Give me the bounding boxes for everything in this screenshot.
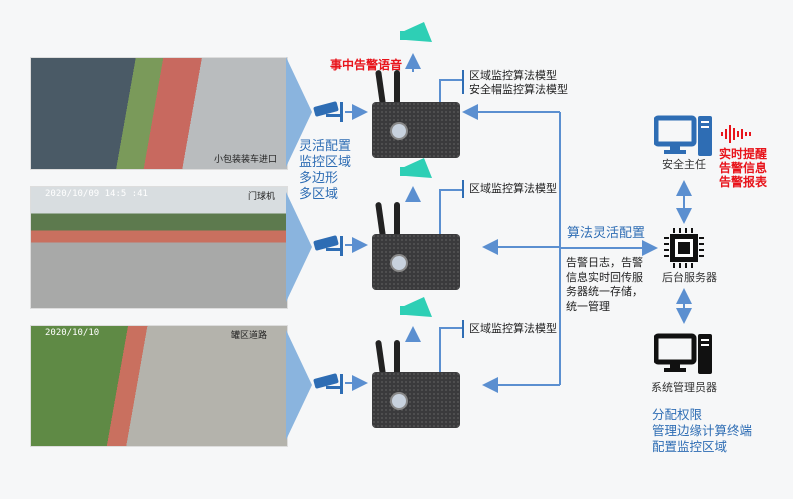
alert-item: 告警报表 (719, 175, 768, 189)
log-description: 告警日志，告警信息实时回传服务器统一存储，统一管理 (566, 256, 643, 314)
camera-timestamp: 2020/10/09 14:5 :41 (45, 189, 148, 199)
cctv-camera-icon (313, 373, 343, 394)
admin-task: 配置监控区域 (652, 439, 728, 454)
camera-label: 小包装装车进口 (213, 155, 277, 165)
alert-list: 实时提醒告警信息告警报表 (719, 147, 767, 189)
model-list-1: 区域监控算法模型安全帽监控算法模型 (469, 69, 568, 97)
model-name: 区域监控算法模型 (469, 69, 557, 82)
log-line: 信息实时回传服 (566, 270, 643, 284)
cctv-camera-icon (313, 101, 343, 122)
server-chip-icon (664, 228, 704, 268)
desktop-computer-icon (654, 115, 712, 156)
alert-item: 实时提醒 (719, 147, 768, 161)
model-name: 区域监控算法模型 (469, 182, 557, 195)
server-label: 后台服务器 (662, 271, 717, 284)
admin-tasks: 分配权限管理边缘计算终端配置监控区域 (652, 407, 752, 455)
desktop-computer-icon (654, 333, 712, 374)
algo-config-label: 算法灵活配置 (567, 226, 646, 241)
view-pointer (286, 330, 312, 440)
log-line: 告警日志，告警 (566, 256, 643, 269)
sound-wave-icon (721, 125, 751, 143)
alarm-voice-label: 事中告警语音 (330, 58, 403, 72)
camera-label: 罐区道路 (230, 331, 267, 341)
view-pointer (286, 57, 312, 167)
camera-timestamp: 2020/10/10 (45, 328, 100, 338)
speaker-icon (400, 297, 432, 317)
admin-task: 分配权限 (652, 407, 703, 422)
model-list-2: 区域监控算法模型 (469, 182, 557, 196)
config-line: 多边形 (299, 171, 339, 186)
edge-computing-box (370, 69, 462, 160)
cctv-camera-icon (313, 235, 343, 256)
speaker-icon (400, 22, 432, 42)
config-line: 监控区域 (299, 155, 352, 170)
config-line: 多区域 (299, 187, 339, 202)
config-line: 灵活配置 (299, 139, 352, 154)
camera-view-2: 2020/10/09 14:5 :41 门球机 (30, 186, 288, 309)
model-list-3: 区域监控算法模型 (469, 322, 557, 336)
model-name: 安全帽监控算法模型 (469, 83, 568, 96)
model-name: 区域监控算法模型 (469, 322, 557, 335)
edge-computing-box (370, 201, 462, 292)
view-pointer (286, 192, 312, 302)
camera-label: 门球机 (247, 192, 275, 202)
edge-computing-box (370, 339, 462, 430)
camera-config-text: 灵活配置监控区域多边形多区域 (299, 139, 351, 203)
log-line: 统一管理 (566, 299, 610, 313)
safety-officer-label: 安全主任 (662, 158, 706, 171)
camera-view-3: 2020/10/10 罐区道路 (30, 325, 288, 447)
speaker-icon (400, 158, 432, 178)
camera-view-1: 小包装装车进口 (30, 57, 288, 170)
alert-item: 告警信息 (719, 161, 768, 175)
log-line: 务器统一存储， (566, 285, 643, 298)
admin-label: 系统管理员器 (651, 381, 717, 394)
admin-task: 管理边缘计算终端 (652, 423, 753, 438)
